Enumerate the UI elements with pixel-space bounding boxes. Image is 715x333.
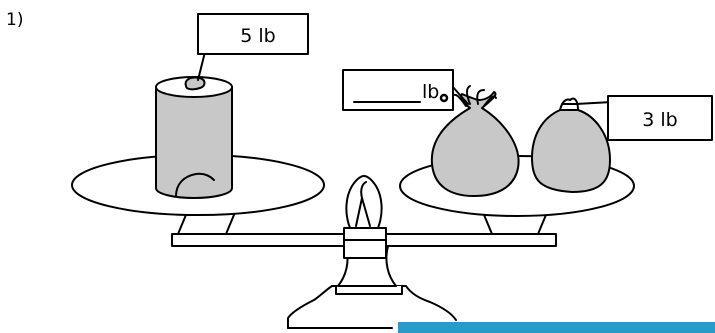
left-tag-string <box>197 51 206 81</box>
middle-tag-string <box>451 85 469 105</box>
pivot-box <box>343 227 387 259</box>
scale-base <box>287 285 457 329</box>
left-tag-label: 5 lb <box>240 25 275 47</box>
right-bag <box>531 97 611 193</box>
middle-tag-hole <box>439 93 449 103</box>
middle-tag-unit: lb <box>422 81 439 103</box>
problem-number: 1) <box>6 10 24 30</box>
right-tag-string <box>575 101 613 105</box>
middle-tag <box>342 69 454 111</box>
right-tag-label: 3 lb <box>642 109 677 131</box>
scale-base-detail <box>335 285 403 295</box>
scale-pointer-inner <box>355 181 371 227</box>
middle-bag <box>430 85 520 197</box>
left-tag <box>197 13 309 55</box>
right-tag <box>607 95 713 141</box>
cylinder-weight <box>155 76 233 199</box>
accent-bar <box>398 322 715 333</box>
